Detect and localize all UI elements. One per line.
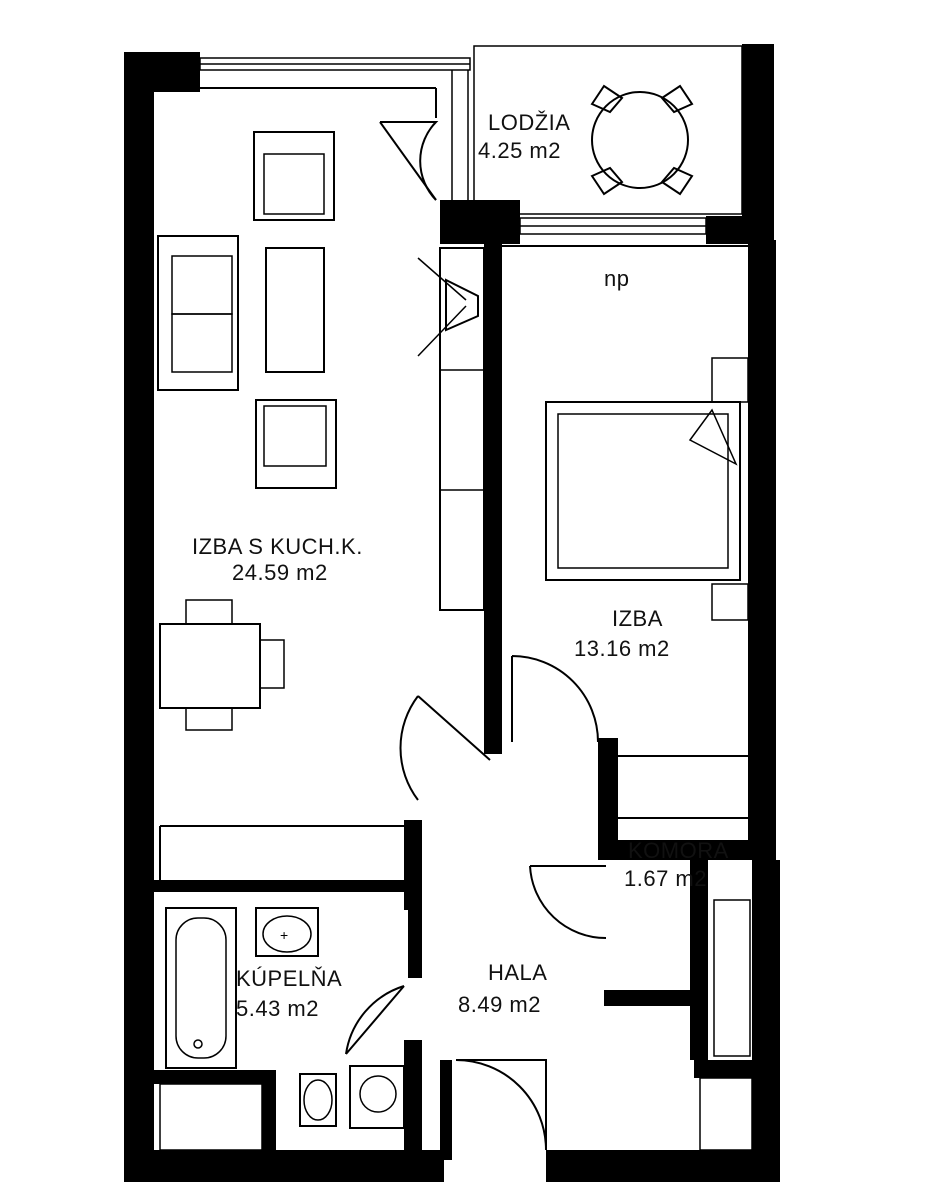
room-labels: LODŽIA 4.25 m2 np IZBA S KUCH.K. 24.59 m…: [192, 110, 729, 1021]
komora-name: KOMORA: [628, 838, 729, 863]
outer-walls: [124, 44, 780, 1182]
furniture-loggia: [590, 84, 694, 196]
bathroom-area: 5.43 m2: [236, 996, 319, 1021]
lodzia-area: 4.25 m2: [478, 138, 561, 163]
windows: [199, 45, 743, 235]
lodzia-name: LODŽIA: [488, 110, 570, 135]
living-room-name: IZBA S KUCH.K.: [192, 534, 363, 559]
svg-text:+: +: [280, 927, 288, 943]
np-annotation: np: [604, 266, 629, 291]
bedroom-name: IZBA: [612, 606, 663, 631]
interior-walls: [154, 244, 752, 1160]
komora-area: 1.67 m2: [624, 866, 707, 891]
furniture-living: [157, 131, 485, 731]
doors: [345, 121, 607, 1151]
room-outlines: [154, 87, 753, 1151]
furniture-bathroom: +: [165, 907, 405, 1129]
bathroom-name: KÚPELŇA: [236, 966, 342, 991]
bedroom-area: 13.16 m2: [574, 636, 670, 661]
living-room-area: 24.59 m2: [232, 560, 328, 585]
hall-name: HALA: [488, 960, 547, 985]
furniture-bedroom: [545, 357, 749, 621]
hall-area: 8.49 m2: [458, 992, 541, 1017]
